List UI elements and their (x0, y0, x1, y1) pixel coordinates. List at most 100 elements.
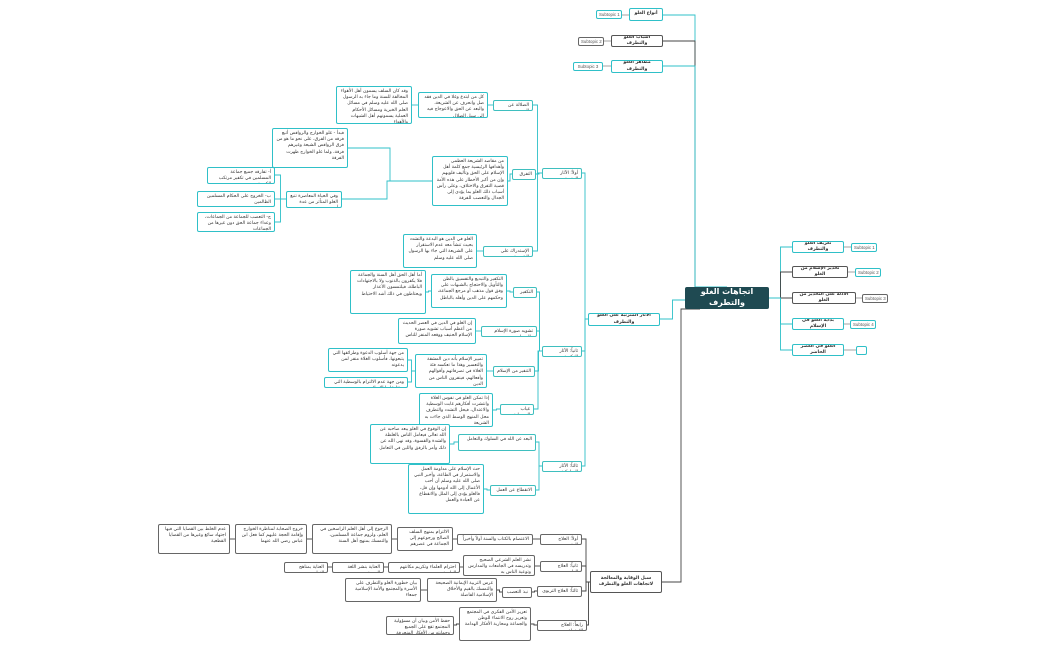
chain-point: بيان خطورة الغلو والتطرف على الأسرة والم… (345, 578, 421, 602)
item-detail: حث الإسلام على مداومة العمل والاستمرار ف… (408, 464, 484, 514)
group-creedal-effects[interactable]: أولاً: الآثار العقدية (542, 168, 582, 179)
item-misguidance[interactable]: الضلالة عن الهدى (493, 100, 533, 111)
branch-evidence[interactable]: الأدلة على التحذير من الغلو (792, 292, 856, 304)
group-to-item (534, 350, 542, 410)
item-note: فبدأ - غلو الخوارج والروافض أتبع فرقه من… (272, 128, 348, 168)
chain-point: العناية بمناهج التعليم (284, 562, 328, 573)
group-label: ثانياً: الآثار الفكرية (559, 349, 578, 356)
branch-manifestations[interactable]: مظاهر الغلو والتطرف (611, 60, 663, 73)
solution-detail: نشر العلم الشرعي الصحيح وتدريسه في الجام… (463, 555, 535, 576)
subtopic-tag: Subtopic 1 (596, 10, 622, 19)
item-overriding-sharia[interactable]: الإستدراك على الشريعة (483, 246, 533, 257)
item-label: الضلالة عن الهدى (508, 103, 529, 110)
branch-warning[interactable]: تحذير الإسلام من الغلو (792, 266, 848, 278)
item-stop-working[interactable]: الانقطاع عن العمل (490, 485, 536, 496)
branch-label: تحذير الإسلام من الغلو (800, 266, 840, 277)
item-label: تشويه صورة الإسلام والمسلمين (494, 329, 533, 336)
branch-label: مظاهر الغلو والتطرف (623, 60, 651, 72)
item-detail: تمييز الإسلام بأنه دين المشقة والتعسير و… (415, 354, 487, 388)
sub-point: أ- تفارقه جميع جماعة المسلمين في تكفير م… (207, 167, 275, 184)
branch-label: بداية الغلو في الإسلام (802, 318, 834, 329)
group-to-item (533, 104, 542, 174)
solution-educational[interactable]: ثالثاً: العلاج التربوي (537, 586, 582, 597)
item-distorting-image[interactable]: تشويه صورة الإسلام والمسلمين (481, 326, 537, 337)
item-takfir[interactable]: التكفير (513, 287, 537, 298)
root-to-manifestations (663, 65, 727, 288)
sub-link (275, 198, 286, 223)
solution-scientific[interactable]: ثانياً: العلاج العلمي (540, 561, 582, 572)
branch-causes[interactable]: أسباب الغلو والتطرف (611, 35, 663, 47)
branch-types[interactable]: أنواع الغلو (629, 8, 663, 21)
root-topic[interactable]: اتجاهات الغلو والتطرف (685, 287, 769, 309)
root-title: اتجاهات الغلو والتطرف (700, 287, 754, 307)
solution-label: ثانياً: العلاج العلمي (557, 564, 578, 571)
group-behavioral-effects[interactable]: ثالثاً: الآثار السلوكية (542, 461, 582, 472)
group-to-item (537, 291, 542, 352)
sub-point: ومن جهة عدم الالتزام بالوسطية التي يحثنا… (324, 377, 408, 388)
chain-point: احترام العلماء وتكريم مكانتهم العلمية (388, 562, 460, 573)
solution-detail: الاعتصام بالكتاب والسنة أولاً وأخيراً (457, 534, 533, 545)
solution-social[interactable]: رابعاً: العلاج الاجتماعي (537, 620, 587, 631)
item-to-detail (493, 408, 500, 411)
item-absence-moderation[interactable]: غياب الوسطية (500, 404, 534, 415)
subtopic-tag: Subtopic 3 (862, 294, 888, 303)
item-detail: إذا تمكن الغلو في نفوس الغلاة وانتشرت أف… (419, 393, 493, 427)
item-label: البعد عن الله في السلوك والتعامل (466, 437, 532, 442)
root-to-solutions (662, 308, 700, 583)
item-label: التنفير من الإسلام (497, 369, 531, 374)
effects-to-group (582, 172, 588, 320)
item-distance-from-god[interactable]: البعد عن الله في السلوك والتعامل (458, 434, 536, 451)
subtopic-tag: Subtopic 1 (851, 243, 877, 252)
branch-label: سبل الوقاية والمعالجة لاتجاهات الغلو وال… (598, 575, 654, 587)
item-detail: التكفير والتبديع والتفسيق بالظن والتأويل… (431, 274, 507, 308)
solution-label: أولاً: العلاج العقدي (558, 537, 578, 544)
item-label: الانقطاع عن العمل (496, 488, 532, 493)
branch-label: أنواع الغلو (634, 11, 658, 17)
sub-point: ج- التعصب للجماعة من الجماعات، وعداء جما… (197, 212, 275, 232)
item-division[interactable]: التفرق (512, 169, 536, 180)
item-note: أما أهل الحق أهل السنة والجماعة فلا يكفر… (350, 270, 426, 314)
group-intellectual-effects[interactable]: ثانياً: الآثار الفكرية (542, 346, 582, 357)
subtopic-tag: Subtopic 2 (855, 268, 881, 277)
subtopic-tag: Subtopic 3 (573, 62, 603, 71)
solution-label: ثالثاً: العلاج التربوي (542, 589, 578, 594)
branch-label: تعريف الغلو والتطرف (804, 241, 832, 252)
subtopic-tag: Subtopic 4 (850, 320, 876, 329)
branch-solutions[interactable]: سبل الوقاية والمعالجة لاتجاهات الغلو وال… (590, 571, 662, 593)
item-detail: كل من ابتدع وغلا في الدين فقد ضل وانحرف … (418, 92, 488, 118)
item-detail: إن الغلو في الدين في العصر الحديث من أعظ… (398, 318, 476, 344)
group-label: ثالثاً: الآثار السلوكية (559, 464, 578, 471)
chain-point: الرجوع إلى أهل العلم الراسخين في العلم، … (312, 524, 392, 554)
detail-to-sub (408, 370, 415, 383)
chain-point: غرس التربية الإيمانية الصحيحة والتمسك با… (427, 578, 497, 602)
root-to-causes (663, 40, 727, 288)
detail-to-note (348, 147, 432, 182)
solution-creedal[interactable]: أولاً: العلاج العقدي (540, 534, 582, 545)
group-to-item (533, 172, 542, 252)
branch-beginning[interactable]: بداية الغلو في الإسلام (792, 318, 844, 330)
branch-label: الغلو في العصر الحاضر (800, 344, 836, 355)
chain-point: عدم الخلط بين القضايا التي فيها اجتهاد س… (158, 524, 230, 554)
root-to-definition (769, 246, 792, 299)
item-repelling[interactable]: التنفير من الإسلام (493, 366, 535, 377)
item-to-detail (450, 441, 458, 445)
root-to-effects (660, 299, 685, 320)
solutions-to-item (582, 565, 590, 583)
item-detail: الغلو في الدين هو البدعة والتشدد بحيث تن… (403, 234, 477, 268)
chain-point: الالتزام بمنهج السلف الصالح ورجوعهم إلى … (397, 527, 453, 551)
item-detail: إن الوقوع في الغلو يبعد صاحبه عن الله تع… (370, 424, 450, 464)
branch-definition[interactable]: تعريف الغلو والتطرف (792, 241, 844, 253)
solutions-to-item (582, 538, 590, 583)
detail-to-sub (408, 359, 415, 372)
root-to-beginning (769, 297, 792, 325)
item-label: غياب الوسطية (513, 407, 530, 414)
sub-point: ب- الخروج على الحكام المسلمين الظالمين (197, 191, 275, 207)
chain-point: خروج الصحابة لمناظرة الخوارج وإقامة الحج… (235, 524, 307, 554)
item-label: التفرق (519, 172, 533, 177)
effects-to-group (582, 318, 588, 467)
subtopic-tag-empty (856, 346, 867, 355)
sub-point: من جهة أسلوب الدعوة وطرائقها التي يتبعون… (328, 348, 408, 372)
branch-effects[interactable]: الآثار المترتبة على الغلو والتطرف (588, 313, 660, 326)
branch-present-day[interactable]: الغلو في العصر الحاضر (792, 344, 844, 356)
